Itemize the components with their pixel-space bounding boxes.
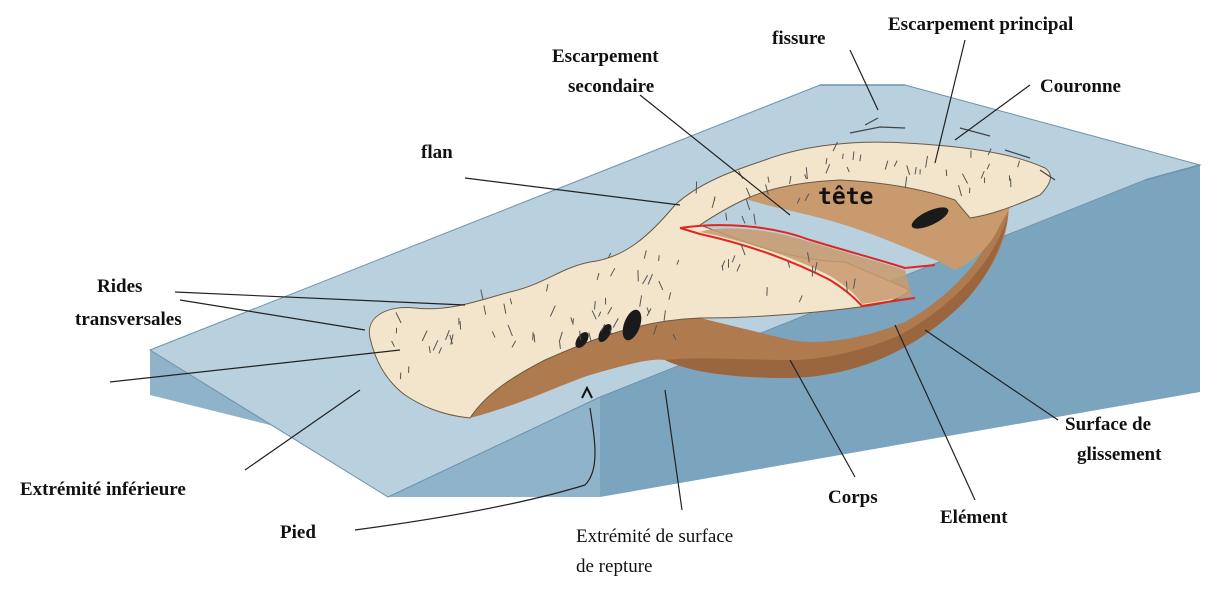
label-extremite-inferieure: Extrémité inférieure (20, 479, 186, 500)
label-flan: flan (421, 142, 453, 163)
label-rides-1: Rides (97, 276, 142, 297)
debris-hatch (946, 170, 947, 177)
label-fissure: fissure (772, 28, 825, 49)
label-escarpement-secondaire-1: Escarpement (552, 46, 659, 67)
debris-hatch (659, 255, 660, 261)
debris-hatch (580, 331, 581, 340)
label-pied: Pied (280, 522, 316, 543)
label-surface-glissement-1: Surface de (1065, 414, 1151, 435)
label-element: Elément (940, 507, 1008, 528)
label-corps: Corps (828, 487, 878, 508)
label-rides-2: transversales (75, 309, 182, 330)
label-surface-glissement-2: glissement (1077, 444, 1162, 465)
label-escarpement-secondaire-2: secondaire (568, 76, 654, 97)
label-escarpement-principal: Escarpement principal (888, 14, 1073, 35)
label-couronne: Couronne (1040, 76, 1121, 97)
label-extremite-surface-2: de repture (576, 556, 652, 577)
debris-hatch (573, 318, 574, 325)
label-tete: tête (818, 184, 873, 210)
debris-hatch (595, 301, 596, 310)
label-extremite-surface-1: Extrémité de surface (576, 526, 733, 547)
debris-hatch (843, 154, 844, 159)
debris-hatch (460, 321, 461, 329)
